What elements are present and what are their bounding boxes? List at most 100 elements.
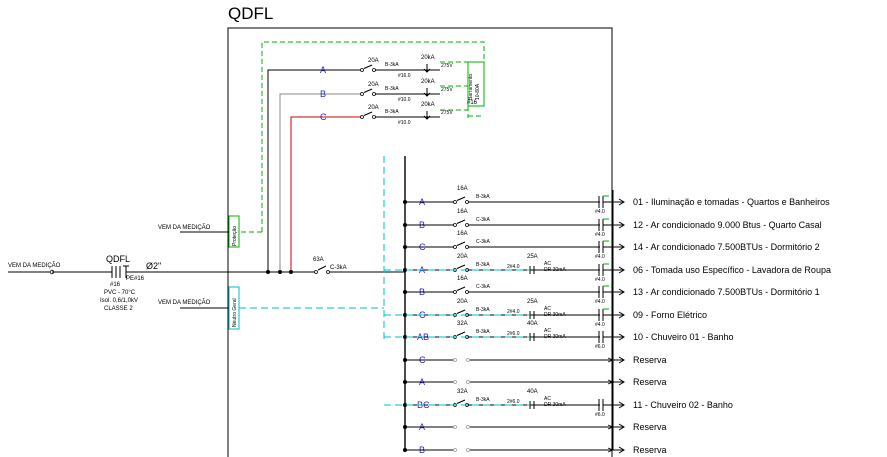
incoming-source-label: VEM DA MEDIÇÃO — [8, 262, 61, 269]
circuit-exit-arrow — [618, 243, 625, 251]
circuit-description: 01 - Iluminação e tomadas - Quartos e Ba… — [633, 197, 830, 207]
breaker-terminal — [453, 245, 457, 249]
dps-rating: 20kA — [421, 102, 435, 108]
breaker-contact — [456, 399, 466, 404]
circuit-output-cable: #4.0 — [595, 299, 605, 305]
circuit-output-cable: #6.0 — [595, 412, 605, 418]
idr-rating: 25A — [527, 254, 538, 260]
circuit-exit-arrow — [618, 221, 625, 229]
incoming-cable-spec-3: CLASSE 2 — [104, 306, 133, 312]
panel-title: QDFL — [228, 4, 273, 23]
circuit-breaker-rating: 20A — [457, 299, 468, 305]
dps-rating: 20kA — [421, 55, 435, 61]
dps-arrow — [423, 68, 431, 73]
idr-sensitivity: DR 30mA — [544, 334, 566, 340]
circuit-output-cable: #4.0 — [595, 209, 605, 215]
circuit-description: Reserva — [633, 445, 667, 455]
surge-protection-rows: A20AB-3kA#16.020kA275VB20AB-3kA#10.020kA… — [312, 55, 453, 126]
idr-cable: 2#4.0 — [507, 264, 520, 270]
circuit-breaker-rating: 20A — [457, 254, 468, 260]
dps-voltage: 275V — [441, 110, 453, 116]
circuit-breaker-rating: 16A — [457, 186, 468, 192]
dps-rating: 20kA — [421, 79, 435, 85]
circuit-breaker-rating: 32A — [457, 389, 468, 395]
circuit-exit-arrow — [618, 378, 625, 386]
circuit-breaker-curve: C-3kA — [476, 239, 491, 245]
circuit-exit-arrow — [618, 333, 625, 341]
reserve-terminal — [466, 425, 470, 429]
neutral-box-label: Neutro Geral — [232, 298, 238, 327]
reserve-terminal — [466, 448, 470, 452]
circuit-breaker-curve: C-3kA — [476, 284, 491, 290]
protection-breaker-curve: B-3kA — [385, 109, 399, 115]
circuit-breaker-rating: 16A — [457, 231, 468, 237]
breaker-contact — [456, 286, 466, 291]
circuit-output-cable: #4.0 — [595, 322, 605, 328]
incoming-conduit: Ø2" — [146, 261, 161, 271]
circuit-output-cable: #4.0 — [595, 277, 605, 283]
circuit-description: 06 - Tomada uso Específico - Lavadora de… — [633, 265, 831, 275]
protection-cable: #10.0 — [398, 97, 411, 103]
circuit-description: Reserva — [633, 377, 667, 387]
circuit-breaker-curve: B-3kA — [476, 307, 490, 313]
breaker-contact — [363, 111, 373, 116]
breaker-contact — [456, 196, 466, 201]
breaker-terminal — [453, 200, 457, 204]
protection-breaker-rating: 20A — [368, 82, 379, 88]
incoming-cable-spec-1: PVC - 70°C — [104, 290, 136, 296]
dps-arrow — [423, 92, 431, 97]
reserve-terminal — [466, 380, 470, 384]
idr-cable: 2#6.0 — [507, 331, 520, 337]
protection-breaker-curve: B-3kA — [385, 86, 399, 92]
idr-sensitivity: DR 30mA — [544, 312, 566, 318]
breaker-terminal — [360, 115, 364, 119]
incoming-cable-size: #16 — [110, 282, 121, 288]
circuit-output-cable: #6.0 — [595, 344, 605, 350]
protection-source-label: VEM DA MEDIÇÃO — [158, 224, 211, 231]
idr-type: AC — [544, 396, 551, 402]
idr-type: AC — [544, 306, 551, 312]
incoming-pe-label: PE#16 — [126, 276, 145, 282]
circuit-description: 14 - Ar condicionado 7.500BTUs - Dormitó… — [633, 242, 820, 252]
protection-box-label: Proteção — [232, 226, 238, 246]
breaker-terminal — [453, 223, 457, 227]
breaker-contact — [456, 219, 466, 224]
reserve-terminal — [453, 425, 457, 429]
breaker-contact — [456, 331, 466, 336]
neutral-source-label: VEM DA MEDIÇÃO — [158, 299, 211, 306]
circuit-description: Reserva — [633, 422, 667, 432]
circuit-breaker-curve: B-3kA — [476, 329, 490, 335]
reserve-terminal — [453, 448, 457, 452]
circuit-exit-arrow — [618, 288, 625, 296]
surge-busbar-label-2: 10-80A — [475, 83, 481, 100]
circuit-breaker-rating: 16A — [457, 276, 468, 282]
circuit-description: 13 - Ar condicionado 7.500BTUs - Dormitó… — [633, 287, 820, 297]
circuit-description: 11 - Chuveiro 02 - Banho — [633, 400, 733, 410]
breaker-contact — [456, 241, 466, 246]
protection-cable: #10.0 — [398, 120, 411, 126]
circuit-description: Reserva — [633, 355, 667, 365]
breaker-terminal — [360, 68, 364, 72]
incoming-feeder: VEM DA MEDIÇÃO QDFL #16 PE#16 PVC - 70°C… — [8, 254, 405, 312]
protection-row: B 20A B-3kA #10.0 20kA 275V — [312, 79, 453, 103]
protection-cable: #16.0 — [398, 73, 411, 79]
protection-phase-label: B — [320, 89, 326, 99]
idr-type: AC — [544, 328, 551, 334]
incoming-panel-label: QDFL — [106, 254, 130, 264]
dps-voltage: 275V — [441, 87, 453, 93]
protection-breaker-curve: B-3kA — [385, 62, 399, 68]
reserve-terminal — [453, 380, 457, 384]
circuit-exit-arrow — [618, 356, 625, 364]
